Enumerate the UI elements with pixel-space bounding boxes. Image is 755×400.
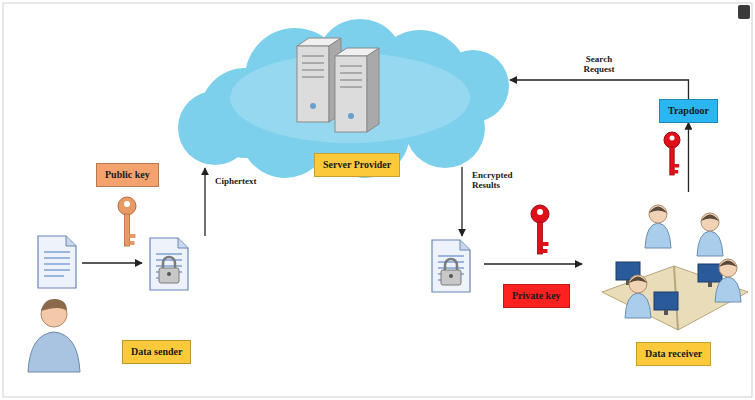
server-icon xyxy=(297,46,329,122)
cloud-shape xyxy=(178,19,509,178)
private-key-icon xyxy=(538,222,543,254)
cipher-lock xyxy=(159,257,179,283)
arrow-label: Encrypted Results xyxy=(472,170,530,191)
monitor-icon xyxy=(654,292,678,310)
server-icon xyxy=(367,48,379,132)
trapdoor-key-icon xyxy=(674,170,678,174)
server-icon xyxy=(340,86,362,88)
name-tag: Server Provider xyxy=(314,153,400,177)
text-label: Ciphertext xyxy=(215,176,257,186)
person-icon xyxy=(697,231,723,256)
server-icon xyxy=(302,62,324,64)
server-icon xyxy=(335,48,379,132)
role-box: Data sender xyxy=(122,340,191,364)
sender-person-icon xyxy=(41,299,67,311)
trapdoor-key-icon xyxy=(674,164,679,168)
key-box: Public key xyxy=(96,163,159,187)
server-icon xyxy=(310,103,316,109)
edge-label: Search Request xyxy=(569,54,629,75)
monitor-icon xyxy=(708,282,712,287)
text-label: Data sender xyxy=(131,346,182,358)
person-icon xyxy=(719,261,737,268)
trapdoor-key-icon xyxy=(664,132,680,148)
trapdoor-key-icon xyxy=(664,132,680,175)
person-icon xyxy=(645,223,671,248)
name-tag: Data receiver xyxy=(636,342,711,366)
private-key-icon xyxy=(537,209,543,215)
private-key-icon xyxy=(543,242,549,246)
text-label: Data receiver xyxy=(645,348,702,360)
person-icon xyxy=(625,293,651,318)
private-key-icon xyxy=(531,205,549,254)
connector-arrow xyxy=(510,80,688,99)
text-label: Trapdoor xyxy=(668,105,709,117)
monitor-icon xyxy=(698,264,722,282)
upload-arrow xyxy=(204,168,205,236)
server-icon xyxy=(302,69,324,71)
public-key-icon xyxy=(124,201,130,207)
monitor-icon xyxy=(664,310,668,315)
server-icon xyxy=(340,79,362,81)
sender-person-icon xyxy=(28,299,80,372)
server-icon xyxy=(297,38,341,122)
person-icon xyxy=(649,207,667,214)
server-cloud: Server Provider xyxy=(175,18,510,183)
trapdoor-key-icon xyxy=(670,136,675,141)
person-icon xyxy=(715,277,741,302)
text-label: Server Provider xyxy=(323,159,391,171)
person-icon xyxy=(629,275,647,293)
download-arrow xyxy=(461,167,462,236)
server-icon xyxy=(302,55,324,57)
frame xyxy=(3,3,752,397)
plain-document xyxy=(38,236,76,288)
public-key-icon xyxy=(130,241,135,245)
public-key-icon xyxy=(125,214,130,246)
key-box: Private key xyxy=(503,284,570,308)
encrypted-lock xyxy=(441,259,461,285)
cloud-shape xyxy=(230,53,470,143)
person-icon xyxy=(701,215,719,222)
corner-mark xyxy=(738,5,750,19)
private-key-icon xyxy=(543,249,548,253)
encrypt-arrow xyxy=(82,262,142,263)
person-icon xyxy=(649,205,667,223)
encrypted-document xyxy=(432,240,470,292)
text-label: Encrypted Results xyxy=(472,170,530,191)
server-icon xyxy=(340,65,362,67)
person-icon xyxy=(701,213,719,231)
receiver-group: Data receiver xyxy=(598,192,750,372)
server-icon xyxy=(348,113,354,119)
text-label: Search Request xyxy=(571,54,627,75)
person-icon xyxy=(719,259,737,277)
arrow-label: Ciphertext xyxy=(215,176,257,186)
server-icon xyxy=(340,72,362,74)
trapdoor-box: Trapdoor xyxy=(659,99,718,123)
person-icon xyxy=(629,277,647,284)
text-label: Private key xyxy=(512,290,561,302)
connector-arrow xyxy=(688,123,689,193)
public-key-icon xyxy=(118,197,136,215)
server-icon xyxy=(335,56,367,132)
trapdoor-key-icon xyxy=(670,147,674,175)
sender-person-icon xyxy=(28,332,80,372)
public-key-icon xyxy=(118,197,136,246)
private-key-icon xyxy=(531,205,549,223)
cipher-document xyxy=(150,238,188,290)
server-icon xyxy=(302,76,324,78)
text-label: Public key xyxy=(105,169,150,181)
decrypt-arrow xyxy=(484,263,582,264)
public-key-icon xyxy=(130,234,136,238)
